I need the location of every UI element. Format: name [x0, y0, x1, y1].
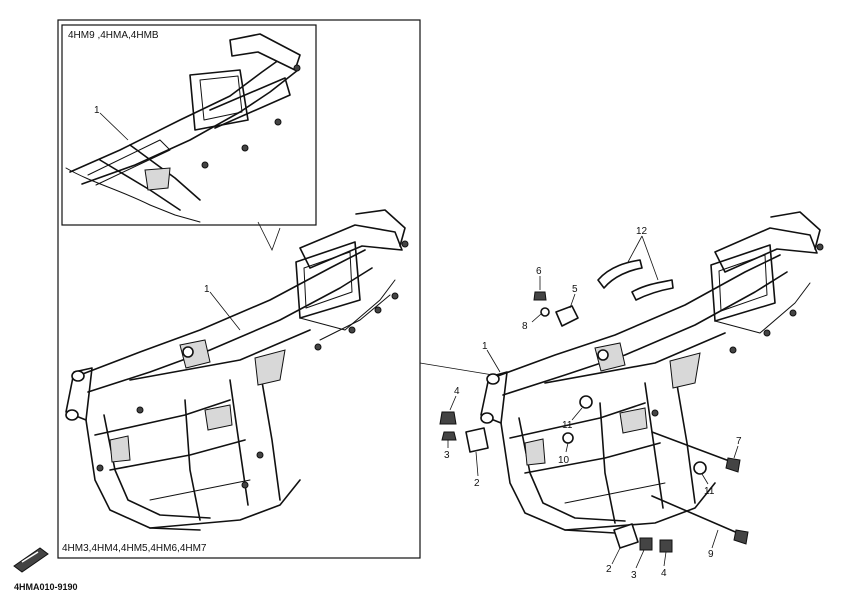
- callout-8: 8: [522, 321, 528, 332]
- front-direction-icon: [13, 547, 49, 573]
- leader-7: [733, 445, 739, 459]
- callout-1-inset-top: 1: [94, 105, 100, 116]
- inset-bottom-models: 4HM3,4HM4,4HM5,4HM6,4HM7: [62, 543, 207, 554]
- callout-1-main: 1: [482, 341, 488, 352]
- leader-12b: [641, 235, 659, 281]
- callout-7: 7: [736, 436, 742, 447]
- callout-4-bottom: 4: [661, 568, 667, 579]
- bottom-fasteners: [613, 523, 673, 553]
- callout-1-inset-bottom: 1: [204, 284, 210, 295]
- leader-5: [569, 293, 576, 309]
- inset-box-outer: [57, 19, 421, 559]
- main-frame-drawing: [480, 211, 824, 534]
- inset-pointer: [257, 221, 281, 252]
- leader-8: [531, 313, 542, 323]
- inset-top-callout-leader: [99, 112, 129, 141]
- leader-2-left: [475, 451, 479, 477]
- figure-code: 4HMA010-9190: [14, 582, 78, 592]
- leader-11-right: [701, 473, 709, 485]
- leader-9: [711, 529, 719, 549]
- callout-11-upper: 11: [562, 420, 573, 431]
- top-fasteners: [533, 291, 579, 327]
- callout-12: 12: [636, 226, 648, 237]
- leader-10: [565, 442, 569, 453]
- inset-top-models: 4HM9 ,4HMA,4HMB: [68, 30, 159, 41]
- callout-3-bottom: 3: [631, 570, 637, 581]
- callout-6: 6: [536, 266, 542, 277]
- middle-fasteners: [562, 395, 707, 475]
- inset-bottom-frame-drawing: [65, 209, 409, 531]
- long-bolt-9: [651, 495, 749, 545]
- leader-4-left: [449, 395, 457, 411]
- leader-12a: [627, 235, 643, 263]
- inset-bottom-callout-leader: [209, 291, 241, 331]
- callout-2-left: 2: [474, 478, 480, 489]
- callout-10: 10: [558, 455, 570, 466]
- inset-box-top: [61, 24, 317, 226]
- callout-11-right: 11: [704, 486, 715, 497]
- callout-9: 9: [708, 549, 714, 560]
- callout-5: 5: [572, 284, 578, 295]
- callout-4-left: 4: [454, 386, 460, 397]
- leader-11-upper: [571, 407, 583, 421]
- leader-1-main: [486, 349, 501, 373]
- leader-3-bottom: [635, 549, 645, 569]
- bolt-7: [651, 431, 741, 473]
- leader-2-bottom: [611, 547, 621, 565]
- leader-4-bottom: [663, 551, 667, 567]
- left-fasteners: [439, 411, 489, 453]
- callout-2-bottom: 2: [606, 564, 612, 575]
- connector-line: [419, 362, 494, 376]
- hose-parts: [597, 259, 674, 301]
- callout-3-left: 3: [444, 450, 450, 461]
- inset-top-frame-drawing: [65, 33, 301, 223]
